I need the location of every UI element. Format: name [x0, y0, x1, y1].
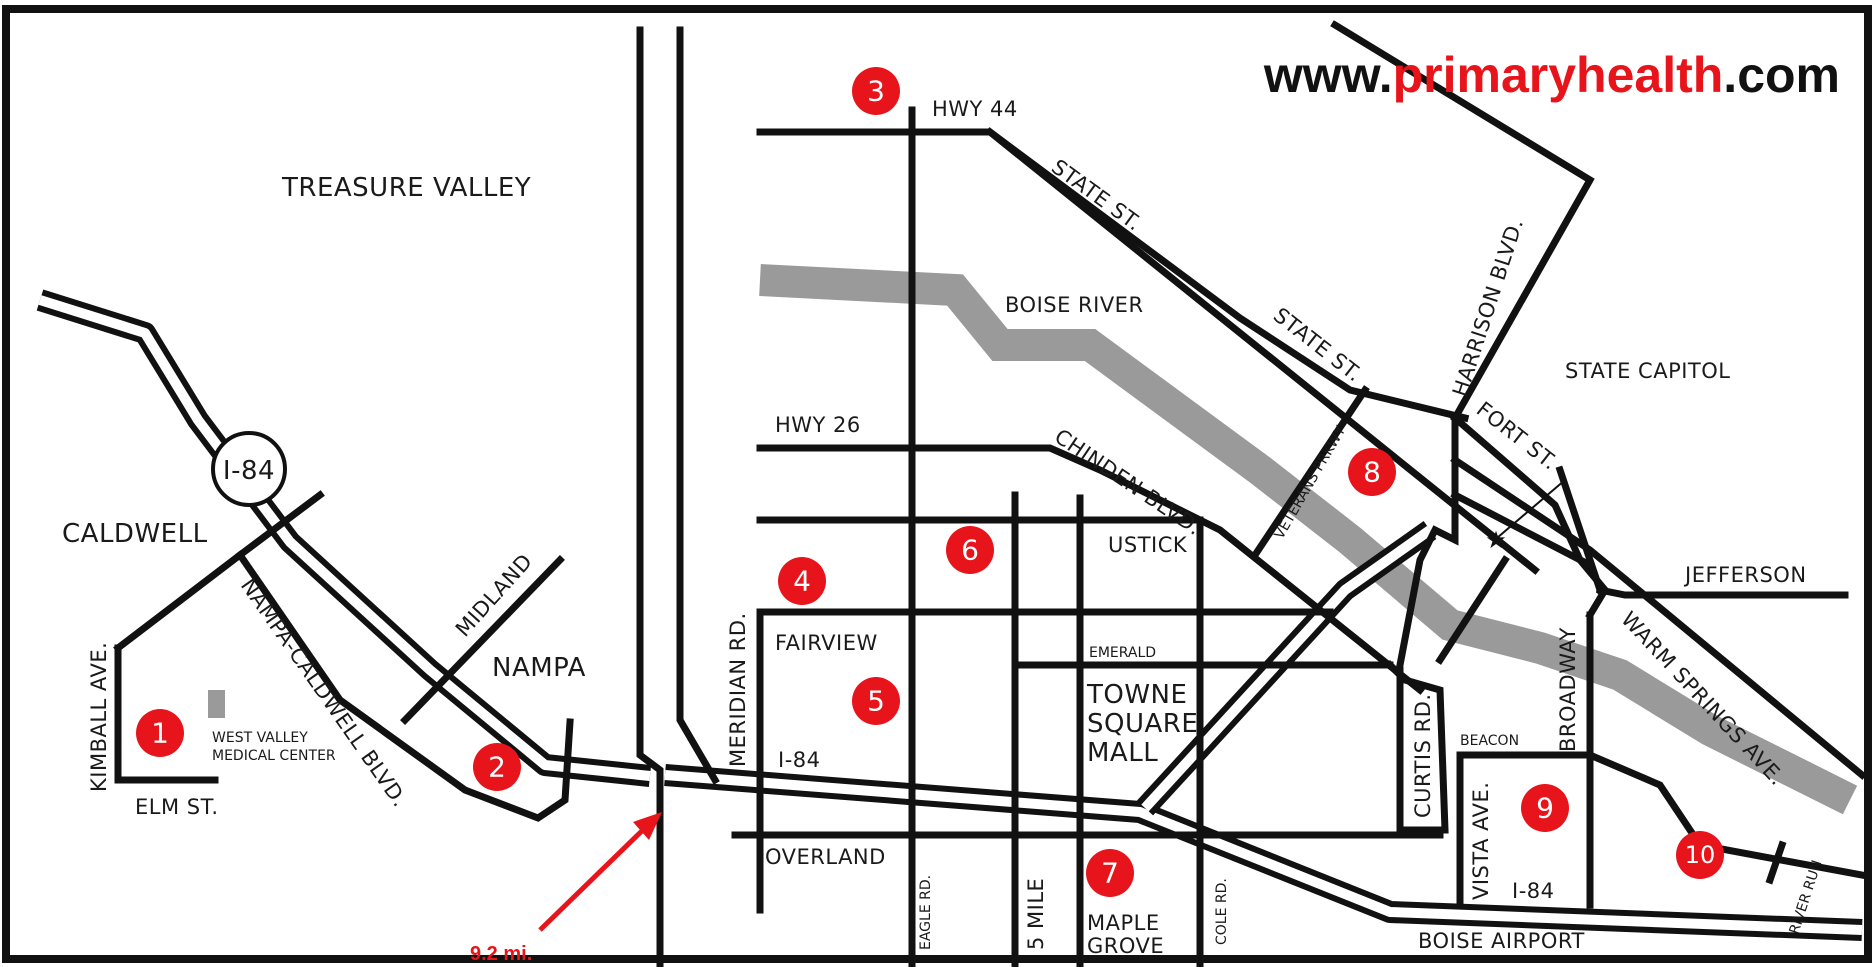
i84-east-freeway [664, 764, 1863, 941]
marker-number: 3 [867, 75, 885, 108]
label-west-valley-2: MEDICAL CENTER [212, 748, 336, 764]
midland-road [400, 555, 565, 725]
label-mall: MALL [1087, 738, 1158, 768]
label-eagle: EAGLE RD. [918, 875, 934, 950]
downtown-grid-4 [1450, 490, 1595, 570]
caldwell-area-road [113, 550, 245, 653]
distance-arrow [538, 812, 662, 932]
location-marker-6[interactable]: 6 [946, 526, 994, 574]
label-elm: ELM ST. [135, 795, 219, 819]
capitol-connector [1435, 555, 1510, 665]
beacon-road [1456, 751, 1867, 880]
marker-number: 6 [961, 534, 979, 567]
marker-number: 5 [867, 685, 885, 718]
website-prefix: www. [1263, 47, 1393, 103]
marker-number: 2 [488, 751, 506, 784]
west-valley-medical-center-icon [208, 690, 225, 718]
label-hwy26: HWY 26 [775, 413, 861, 437]
i84-shield-icon: I-84 [211, 431, 287, 507]
central-highway-right [676, 26, 720, 785]
label-grove: GROVE [1087, 934, 1164, 958]
label-cole: COLE RD. [1214, 878, 1230, 945]
curtis-rd-road [1385, 660, 1449, 834]
label-i84-east: I-84 [1512, 879, 1555, 903]
label-i84-west: I-84 [778, 748, 821, 772]
label-square: SQUARE [1087, 709, 1198, 739]
label-curtis: CURTIS RD. [1411, 693, 1435, 818]
location-marker-1[interactable]: 1 [136, 709, 184, 757]
label-state-st-1: STATE ST. [1047, 155, 1146, 236]
label-overland: OVERLAND [765, 845, 886, 869]
harrison-blvd-road [1330, 20, 1595, 423]
state-st-road [985, 127, 1540, 575]
distance-label: 9.2 mi. [470, 943, 532, 965]
location-marker-9[interactable]: 9 [1521, 784, 1569, 832]
label-meridian: MERIDIAN RD. [726, 612, 750, 767]
jefferson-road [1595, 585, 1849, 599]
label-maple: MAPLE [1087, 911, 1160, 935]
state-capitol-leader [1496, 479, 1566, 539]
location-marker-3[interactable]: 3 [852, 67, 900, 115]
website-url: www.primaryhealth.com [1263, 47, 1840, 103]
downtown-grid-5 [1555, 465, 1605, 595]
label-vista: VISTA AVE. [1469, 782, 1493, 900]
label-beacon: BEACON [1460, 733, 1519, 749]
boise-river [759, 264, 1858, 815]
label-hwy44: HWY 44 [932, 97, 1018, 121]
label-west-valley-1: WEST VALLEY [212, 730, 308, 746]
label-state-capitol: STATE CAPITOL [1565, 359, 1730, 383]
label-boise-airport: BOISE AIRPORT [1418, 929, 1585, 953]
label-towne: TOWNE [1086, 680, 1187, 710]
location-marker-7[interactable]: 7 [1086, 849, 1134, 897]
label-boise-river: BOISE RIVER [1005, 293, 1144, 317]
connector-freeway [1136, 521, 1437, 816]
marker-number: 1 [151, 717, 169, 750]
region-treasure-valley: TREASURE VALLEY [281, 173, 531, 203]
marker-number: 7 [1101, 857, 1119, 890]
website-suffix: .com [1723, 47, 1840, 103]
region-caldwell: CALDWELL [62, 519, 208, 549]
central-highway-left [636, 26, 664, 967]
i84-shield-label: I-84 [223, 456, 275, 486]
marker-number: 10 [1685, 841, 1716, 869]
region-nampa: NAMPA [492, 653, 586, 683]
website-brand: primaryhealth [1393, 47, 1724, 103]
location-marker-5[interactable]: 5 [852, 677, 900, 725]
downtown-grid-2 [1395, 414, 1459, 670]
label-fort: FORT ST. [1472, 397, 1562, 475]
label-broadway: BROADWAY [1556, 627, 1580, 752]
veterans-prkwy-road [1250, 385, 1370, 560]
marker-number: 8 [1363, 456, 1381, 489]
location-marker-2[interactable]: 2 [473, 743, 521, 791]
hwy26-road [756, 444, 1425, 695]
label-five-mile: 5 MILE [1024, 878, 1048, 950]
i84-west-freeway [36, 289, 652, 787]
location-marker-8[interactable]: 8 [1348, 448, 1396, 496]
label-emerald: EMERALD [1089, 645, 1156, 661]
marker-number: 4 [793, 565, 811, 598]
location-marker-10[interactable]: 10 [1676, 831, 1724, 879]
label-nampa-caldwell: NAMPA-CALDWELL BLVD. [236, 574, 412, 811]
marker-number: 9 [1536, 792, 1554, 825]
location-marker-4[interactable]: 4 [778, 557, 826, 605]
map-border [2, 5, 1872, 963]
state-capitol-star-icon: ★ [1485, 526, 1507, 554]
label-jefferson: JEFFERSON [1683, 563, 1807, 587]
label-kimball: KIMBALL AVE. [87, 642, 111, 792]
label-ustick: USTICK [1108, 533, 1188, 557]
downtown-grid-3 [1450, 455, 1867, 780]
label-fairview: FAIRVIEW [775, 631, 878, 655]
river-run-road [1765, 840, 1787, 885]
